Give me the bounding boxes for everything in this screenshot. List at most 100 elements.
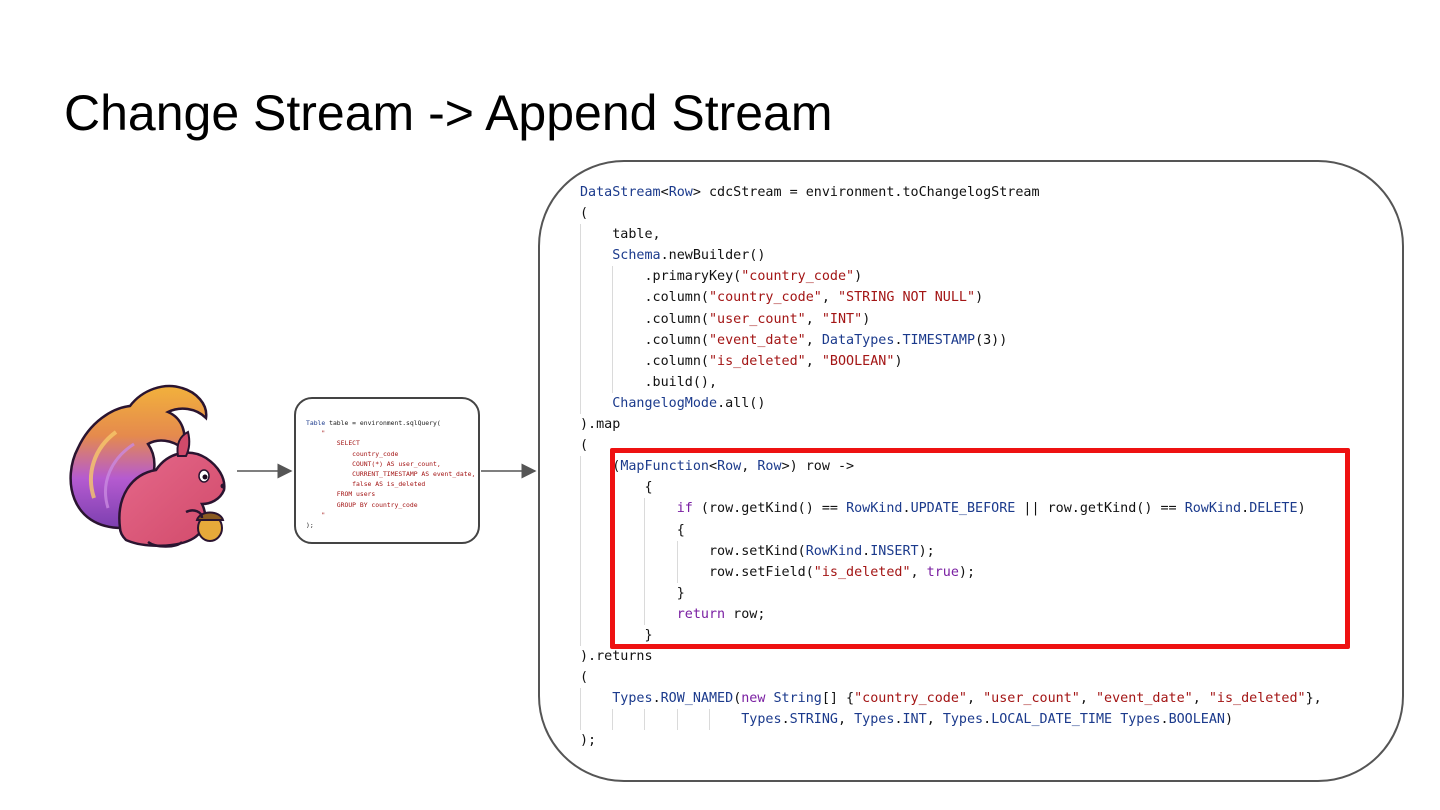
code-line: .build(), — [580, 371, 1322, 393]
indent-guide — [580, 287, 581, 309]
code-text: table, — [580, 227, 661, 243]
code-text: DataStream<Row> cdcStream = environment.… — [580, 185, 1040, 200]
indent-guide — [580, 561, 581, 583]
indent-guide — [580, 624, 581, 647]
code-line: ).returns — [580, 646, 1322, 667]
code-line: Schema.newBuilder() — [580, 245, 1322, 267]
code-text: ( — [580, 206, 589, 222]
slide-title: Change Stream -> Append Stream — [64, 85, 833, 141]
code-line: DataStream<Row> cdcStream = environment.… — [580, 182, 1322, 203]
code-text: } — [580, 627, 653, 643]
sql-query-code: Table table = environment.sqlQuery( " SE… — [306, 418, 475, 530]
code-line: .column("is_deleted", "BOOLEAN") — [580, 350, 1322, 372]
sql-line: country_code — [306, 449, 399, 458]
code-line: ); — [580, 730, 1322, 751]
code-text: ); — [580, 733, 597, 749]
code-line: ( — [580, 435, 1322, 456]
sql-line: FROM users — [306, 490, 376, 499]
indent-guide — [612, 350, 614, 372]
indent-guide — [580, 519, 581, 541]
code-text: Types.STRING, Types.INT, Types.LOCAL_DAT… — [741, 712, 1234, 728]
sql-line: false AS is_deleted — [306, 480, 426, 489]
indent-guide — [580, 456, 581, 478]
code-line: .column("country_code", "STRING NOT NULL… — [580, 287, 1322, 309]
indent-guide — [612, 308, 614, 330]
indent-guide — [644, 582, 646, 604]
sql-line: " — [306, 429, 326, 438]
sql-line: GROUP BY country_code — [306, 500, 418, 509]
sql-line: CURRENT_TIMESTAMP AS event_date, — [306, 470, 476, 479]
code-text: ChangelogMode.all() — [612, 395, 766, 411]
code-line: row.setField("is_deleted", true); — [580, 561, 1322, 583]
indent-guide — [580, 582, 581, 604]
code-line: table, — [580, 224, 1322, 246]
indent-guide — [644, 540, 646, 562]
indent-guide — [612, 709, 614, 731]
code-line: .column("user_count", "INT") — [580, 308, 1322, 330]
code-line: return row; — [580, 603, 1322, 625]
indent-guide — [644, 498, 646, 520]
code-line: Types.STRING, Types.INT, Types.LOCAL_DAT… — [580, 709, 1322, 731]
indent-guide — [612, 371, 614, 393]
sql-line: COUNT(*) AS user_count, — [306, 459, 441, 468]
java-code-box — [538, 160, 1404, 782]
indent-guide — [644, 561, 646, 583]
indent-guide — [612, 287, 614, 309]
indent-guide — [580, 392, 581, 415]
indent-guide — [644, 603, 646, 625]
sql-query-box: Table table = environment.sqlQuery( " SE… — [294, 397, 480, 544]
indent-guide — [580, 350, 581, 372]
map-function-highlight — [610, 448, 1350, 649]
code-text: .column("event_date", DataTypes.TIMESTAM… — [580, 332, 1008, 348]
java-code: DataStream<Row> cdcStream = environment.… — [580, 182, 1322, 752]
sql-line: SELECT — [306, 439, 360, 448]
sql-line-0-type: Table — [306, 419, 326, 427]
indent-guide — [644, 519, 646, 541]
code-line: ChangelogMode.all() — [580, 392, 1322, 415]
indent-guide — [580, 540, 581, 562]
sql-line: ); — [306, 521, 314, 530]
indent-guide — [580, 245, 581, 267]
code-line: Types.ROW_NAMED(new String[] {"country_c… — [580, 688, 1322, 710]
indent-guide — [580, 329, 581, 351]
code-text: .column("country_code", "STRING NOT NULL… — [580, 290, 984, 306]
indent-guide — [580, 266, 581, 288]
indent-guide — [580, 371, 581, 393]
indent-guide — [580, 603, 581, 625]
indent-guide — [676, 561, 678, 583]
sql-line: " — [306, 510, 326, 519]
indent-guide — [580, 477, 581, 499]
code-text: row.setField("is_deleted", true); — [580, 564, 976, 580]
code-line: .primaryKey("country_code") — [580, 266, 1322, 288]
code-line: (MapFunction<Row, Row>) row -> — [580, 456, 1322, 478]
code-text: ).returns — [580, 649, 653, 665]
code-line: if (row.getKind() == RowKind.UPDATE_BEFO… — [580, 498, 1322, 520]
code-text: .build(), — [580, 374, 718, 390]
indent-guide — [708, 709, 710, 731]
code-text: (MapFunction<Row, Row>) row -> — [580, 459, 855, 475]
indent-guide — [644, 709, 646, 731]
indent-guide — [580, 498, 581, 520]
indent-guide — [612, 266, 614, 288]
code-line: .column("event_date", DataTypes.TIMESTAM… — [580, 329, 1322, 351]
indent-guide — [580, 709, 581, 731]
code-text: { — [580, 480, 653, 496]
code-text: Types.ROW_NAMED(new String[] {"country_c… — [612, 691, 1322, 707]
code-line: ( — [580, 203, 1322, 224]
code-text: .primaryKey("country_code") — [580, 269, 863, 285]
code-text: Schema.newBuilder() — [612, 248, 766, 264]
flink-squirrel-logo-icon — [69, 384, 226, 548]
code-text: ).map — [580, 417, 621, 433]
code-text: ( — [580, 670, 589, 686]
indent-guide — [580, 688, 581, 710]
code-text: .column("is_deleted", "BOOLEAN") — [580, 353, 903, 369]
indent-guide — [676, 709, 678, 731]
code-text: { — [580, 522, 685, 538]
code-text: ( — [580, 438, 589, 454]
indent-guide — [580, 224, 581, 246]
code-text: } — [580, 585, 685, 601]
code-text: if (row.getKind() == RowKind.UPDATE_BEFO… — [676, 501, 1306, 517]
sql-line-0-rest: table = environment.sqlQuery( — [325, 419, 441, 427]
indent-guide — [676, 540, 678, 562]
code-text: return row; — [676, 606, 766, 622]
